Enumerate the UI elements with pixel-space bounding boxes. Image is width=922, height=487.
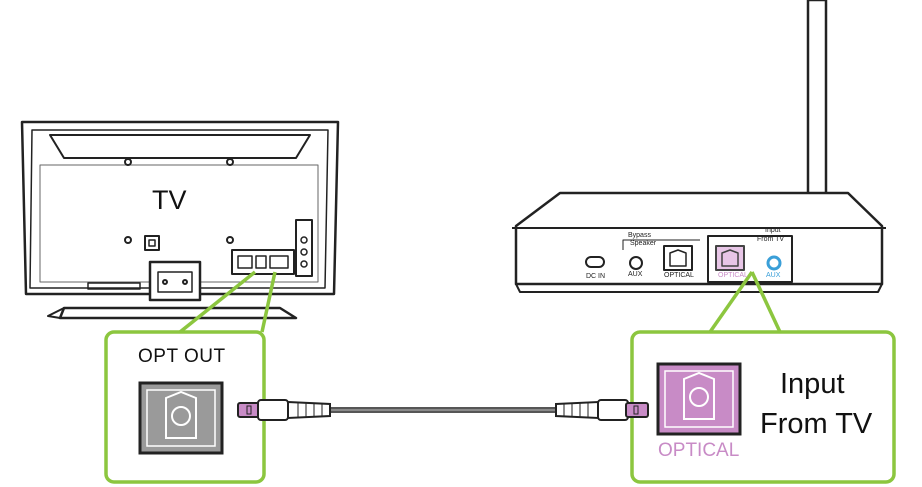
receiver-illustration [512,0,886,293]
tv-label: TV [152,185,187,215]
optical-bypass-label: OPTICAL [664,272,694,279]
input-label-line1: Input [780,368,845,400]
aux-input-label: AUX [766,272,781,279]
optical-callout-label: OPTICAL [658,440,740,461]
input-label-line2: From TV [760,408,873,440]
opt-out-label: OPT OUT [138,346,226,367]
left-plug-icon [237,399,331,421]
speaker-label: Speaker [630,240,657,247]
right-plug-icon [555,399,649,421]
dc-in-label: DC IN [586,273,606,280]
optical-input-label: OPTICAL [718,272,748,279]
optical-input-port-icon [656,362,742,436]
tv-rear-illustration [20,120,340,320]
aux-bypass-label: AUX [628,271,643,278]
bypass-label: Bypass [628,232,651,239]
optical-cable [237,399,649,421]
receiver-input-label: Input [765,227,781,234]
callout-lines [178,270,782,334]
receiver-from-tv-label: From TV [757,236,785,243]
opt-out-port-icon [138,381,224,455]
